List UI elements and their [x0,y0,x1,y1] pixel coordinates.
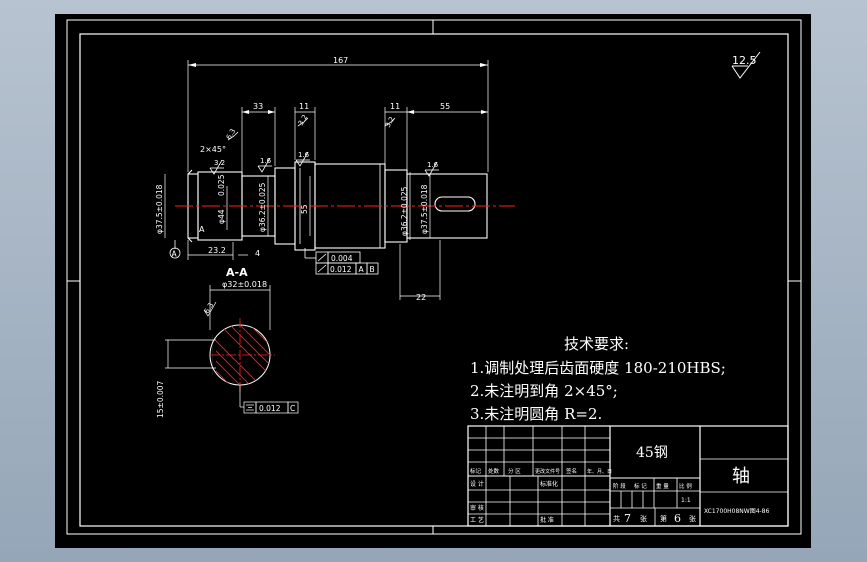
note-line-3: 3.未注明圆角 R=2. [470,405,602,423]
tb-header-change-doc: 更改文件号 [535,468,560,475]
dim-33: 33 [253,102,263,111]
centering-marks [67,20,801,534]
datum-bubble [169,247,181,259]
tb-part-name: 轴 [732,466,750,487]
dim-dia-mid: 55 [300,204,309,214]
outer-frame [66,19,802,535]
tb-row-approve: 批 准 [540,516,554,524]
default-roughness-value: 12.5 [732,54,757,67]
title-block-grid [467,425,789,527]
inner-frame [79,33,789,527]
section-diameter: φ32±0.018 [222,280,267,289]
dimension-lines [164,60,489,300]
tb-sheet-index-prefix: 第 [660,514,667,523]
dim-dia-bearing-left: φ36.2±0.025 [258,182,267,232]
tb-header-date: 年、月、日 [587,468,612,475]
roughness-symbols [209,117,439,177]
section-sym-tol: 0.012 [259,404,281,413]
dim-11-right: 11 [390,102,400,111]
section-sym-datum: C [290,404,295,413]
dim-11-left: 11 [299,102,309,111]
tb-sheet-total: 7 [624,512,631,525]
section-cut-label: A [199,225,205,234]
tol-runout-datum-b: B [370,265,375,274]
note-line-2: 2.未注明到角 2×45°; [470,382,618,400]
tb-material: 45钢 [636,445,668,461]
tb-row-design: 设 计 [470,480,484,488]
tb-header-zone: 分 区 [508,467,521,475]
tol-runout-value: 0.012 [330,265,352,274]
tb-sheet-total-suffix: 张 [640,514,647,523]
datum-bubble-letter: A [172,250,178,259]
tb-row-review: 审 核 [470,504,484,512]
dim-dia-left: φ37.5±0.018 [155,184,164,234]
dim-dia-right: φ37.5±0.018 [420,184,429,234]
tb-stage-mark: 标 记 [634,482,647,490]
default-roughness-symbol [731,51,761,79]
tb-row-process: 工 艺 [470,516,484,524]
tb-stage-scale: 比 例 [679,482,692,490]
section-title: A-A [226,266,248,279]
tolerance-frames [304,248,379,275]
roughness-1-6-b: 1.6 [298,151,310,159]
tb-scale: 1:1 [681,497,691,504]
tb-drawing-number: XC1700H08NW图4-86 [704,508,770,515]
tb-row-standard: 标准化 [540,480,558,488]
roughness-1-6-c: 1.6 [427,161,439,169]
dim-dia-44: φ44 [217,209,226,224]
dim-55: 55 [440,102,450,111]
roughness-1-6-a: 1.6 [260,157,272,165]
tb-sheet-index: 6 [674,512,681,525]
tb-header-count: 处数 [488,467,500,475]
tol-circularity-value: 0.004 [331,254,353,263]
tb-sheet-total-prefix: 共 [613,514,620,523]
notes-heading: 技术要求: [564,335,629,353]
dim-dia-025: 0.025 [217,174,226,196]
dim-dia-bearing-right: φ36.2±0.025 [400,186,409,236]
drawing-sheet [55,14,811,548]
dim-23-2: 23.2 [208,246,226,255]
tb-stage: 阶 段 [613,482,626,490]
dim-22: 22 [416,293,426,302]
dimension-arrows [188,63,488,114]
tb-header-mark: 标记 [470,467,482,475]
tb-header-sign: 签名 [566,467,577,475]
section-depth: 15±0.007 [156,380,165,418]
roughness-3-2: 3.2 [214,159,225,167]
note-line-1: 1.调制处理后齿面硬度 180-210HBS; [470,359,726,377]
dim-4: 4 [255,249,260,258]
tb-sheet-index-suffix: 张 [689,514,696,523]
dim-overall-length: 167 [333,56,348,65]
tb-stage-weight: 重 量 [656,482,669,490]
tol-runout-datum-a: A [359,265,365,274]
dim-chamfer: 2×45° [200,145,226,154]
